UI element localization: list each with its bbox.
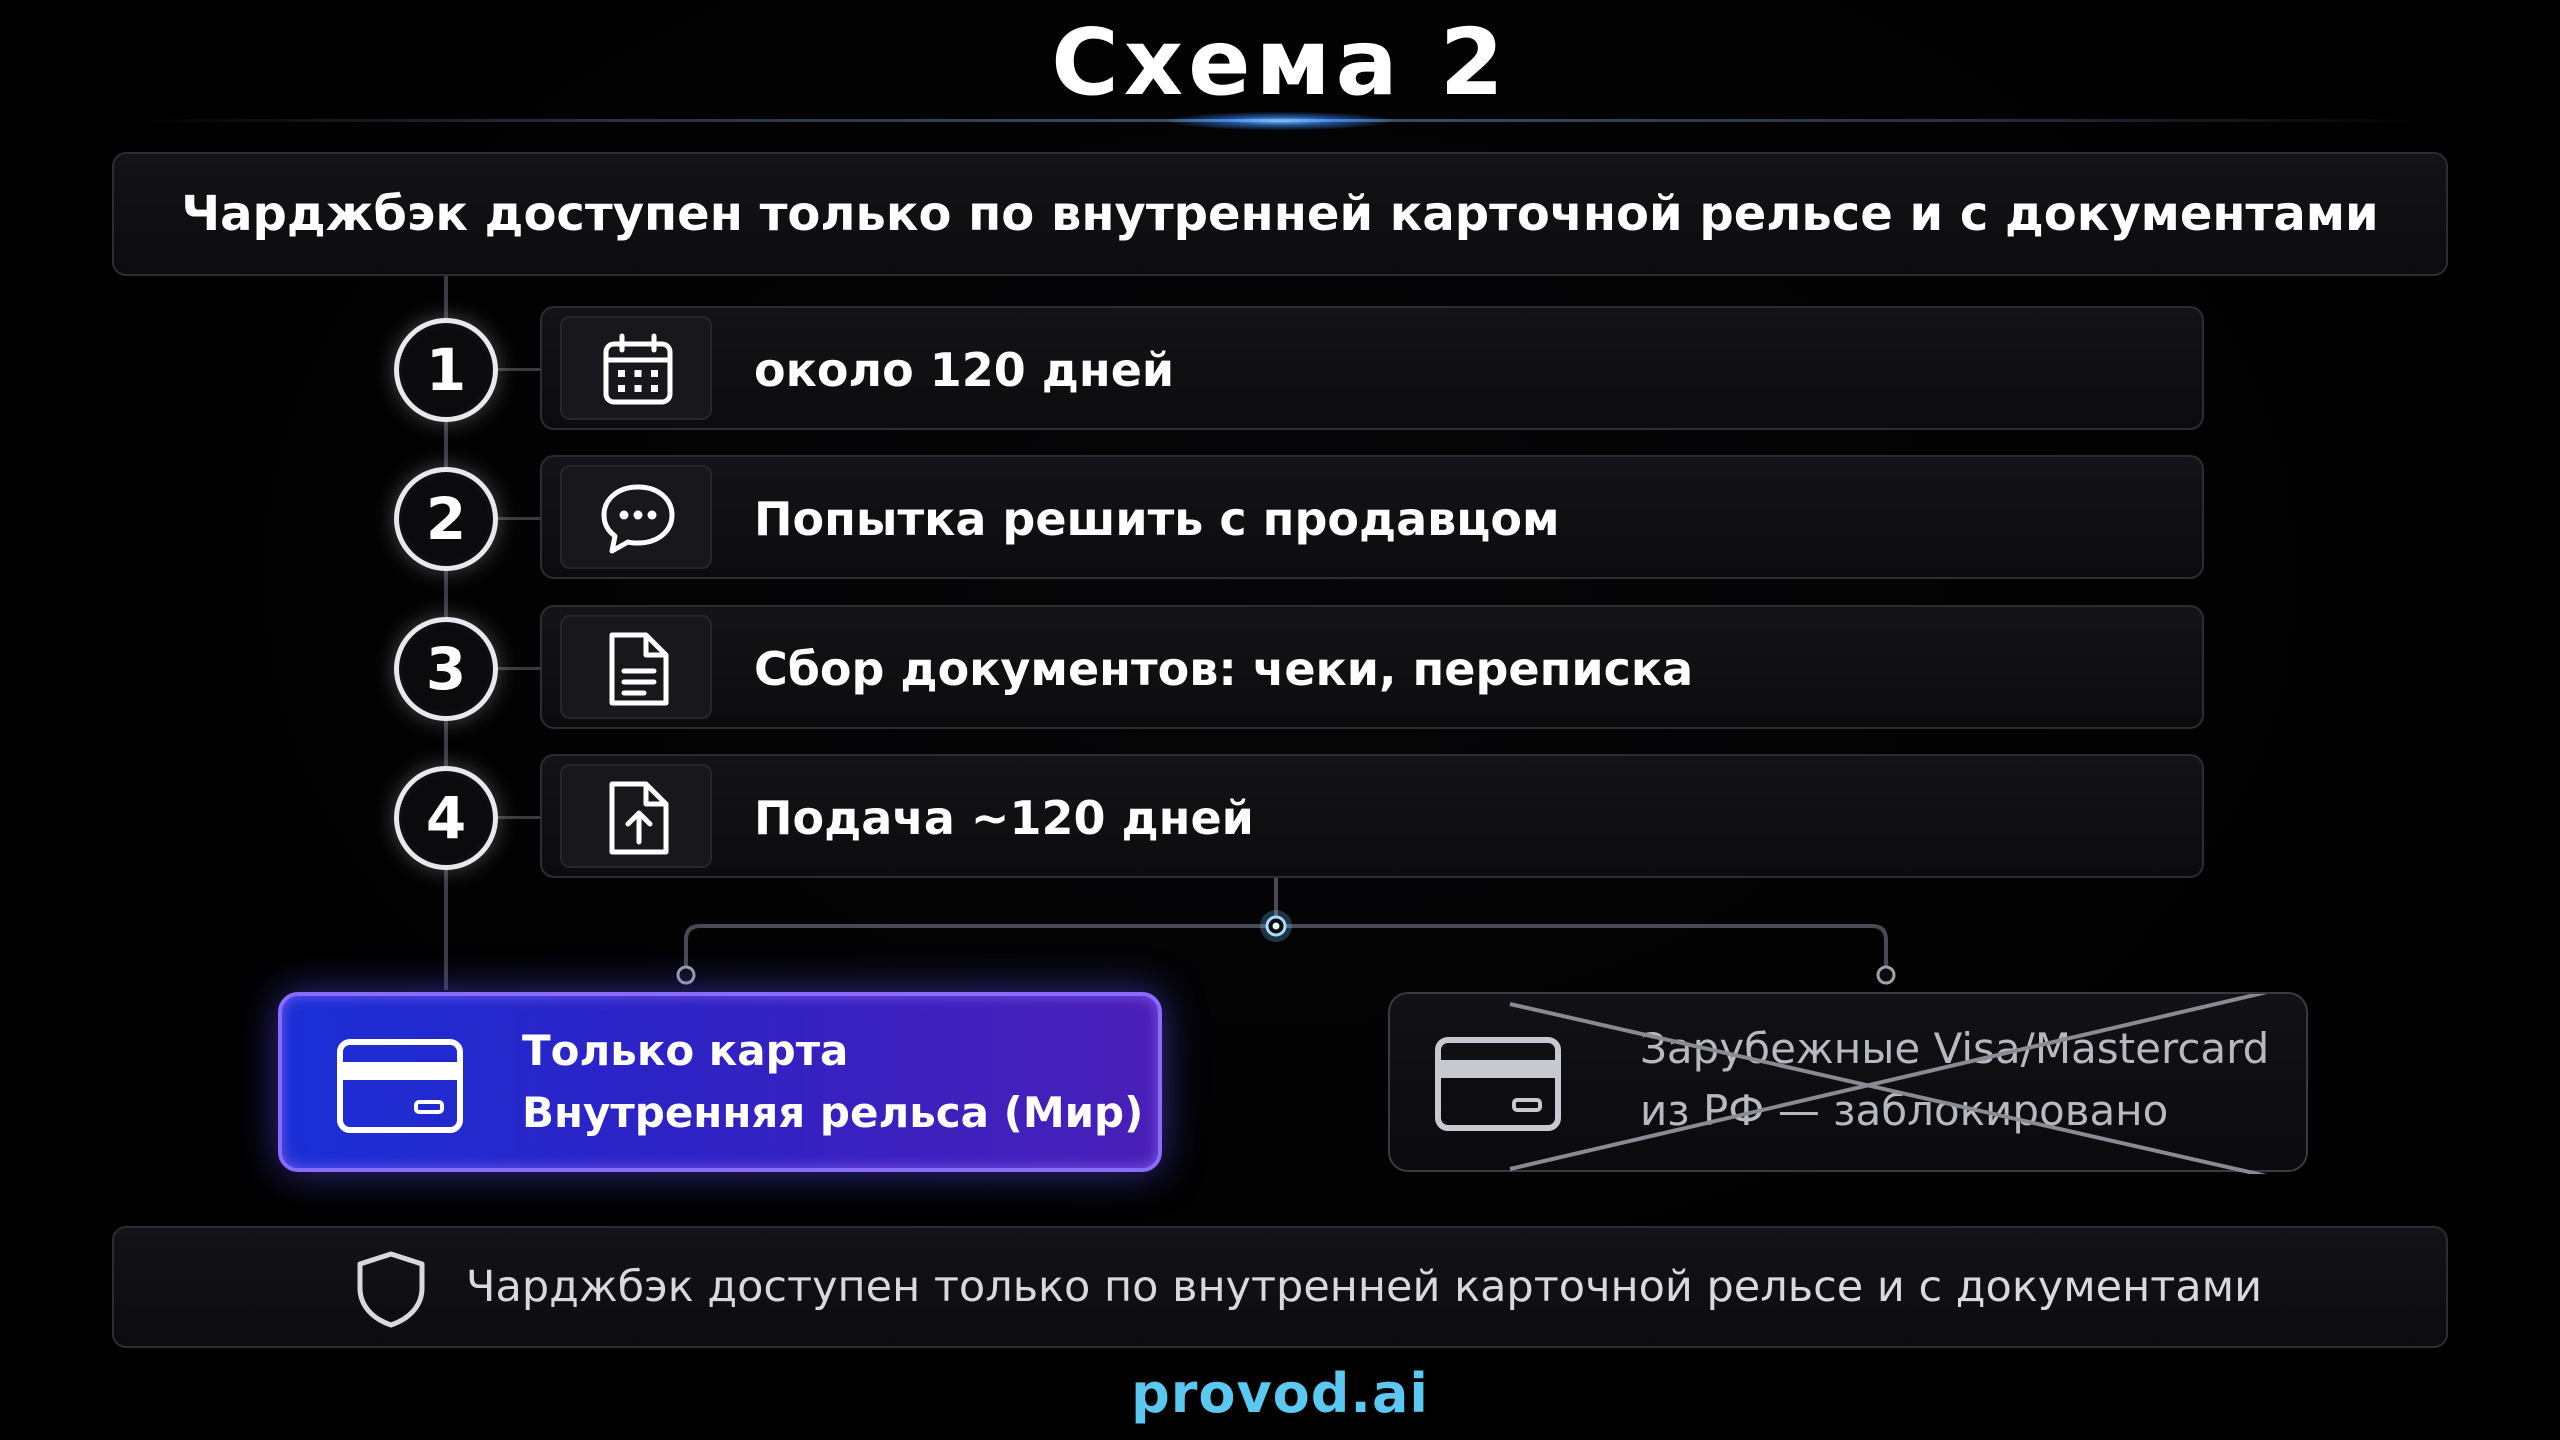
allowed-card-line2: Внутренняя рельса (Мир) [522, 1088, 1144, 1137]
step-icon-box [560, 764, 712, 868]
step-number-4: 4 [394, 766, 498, 870]
step-number-3: 3 [394, 617, 498, 721]
document-icon [609, 632, 669, 706]
step-connector [496, 816, 542, 819]
footer-box: Чарджбэк доступен только по внутренней к… [112, 1226, 2448, 1348]
credit-card-icon [337, 1039, 463, 1133]
step-text-3: Сбор документов: чеки, переписка [754, 642, 1694, 696]
allowed-card-option: Только карта Внутренняя рельса (Мир) [278, 992, 1162, 1172]
step-card-3: Сбор документов: чеки, переписка [540, 605, 2204, 729]
footer-text: Чарджбэк доступен только по внутренней к… [466, 1262, 2263, 1312]
step-connector [496, 517, 542, 520]
header-text: Чарджбэк доступен только по внутренней к… [181, 186, 2379, 242]
step-card-2: Попытка решить с продавцом [540, 455, 2204, 579]
allowed-card-line1: Только карта [522, 1026, 849, 1075]
brand-logo-text: provod.ai [1131, 1362, 1429, 1425]
step-card-4: Подача ~120 дней [540, 754, 2204, 878]
upload-file-icon [609, 781, 669, 855]
allowed-card-text: Только карта Внутренняя рельса (Мир) [522, 1020, 1143, 1144]
credit-card-icon [1435, 1037, 1561, 1131]
step-connector [496, 368, 542, 371]
blocked-card-option: Зарубежные Visa/Mastercard из РФ — забло… [1388, 992, 2308, 1174]
calendar-icon [603, 333, 673, 405]
step-text-1: около 120 дней [754, 343, 1175, 397]
step-card-1: около 120 дней [540, 306, 2204, 430]
header-box: Чарджбэк доступен только по внутренней к… [112, 152, 2448, 276]
slide-title: Схема 2 [1051, 9, 1509, 116]
step-number-2: 2 [394, 467, 498, 571]
step-text-4: Подача ~120 дней [754, 791, 1254, 845]
shield-icon [357, 1251, 425, 1328]
title-divider-glow [1170, 112, 1390, 130]
step-number-1: 1 [394, 318, 498, 422]
step-text-2: Попытка решить с продавцом [754, 492, 1560, 546]
step-icon-box [560, 316, 712, 420]
blocked-card-line2: из РФ — заблокировано [1640, 1086, 2169, 1135]
step-icon-box [560, 615, 712, 719]
chat-bubble-icon [601, 484, 675, 554]
step-icon-box [560, 465, 712, 569]
step-connector [496, 667, 542, 670]
blocked-card-text: Зарубежные Visa/Mastercard из РФ — забло… [1640, 1018, 2269, 1142]
blocked-card-line1: Зарубежные Visa/Mastercard [1640, 1024, 2270, 1073]
